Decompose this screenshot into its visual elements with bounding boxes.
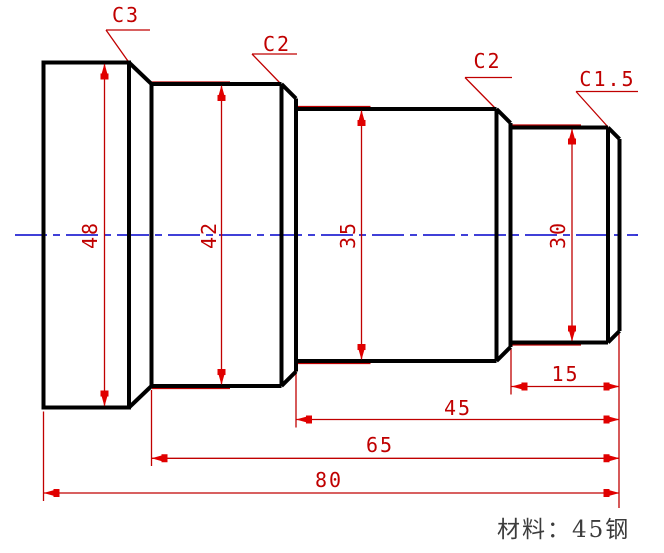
chamfer-label-c1-5: C1.5	[579, 67, 636, 91]
chamfer-label-c3: C3	[111, 3, 141, 27]
length-dim-65: 65	[365, 432, 395, 457]
length-dim-45: 45	[443, 395, 473, 420]
diameter-dim-30: 30	[546, 220, 570, 250]
length-dim-15: 15	[551, 362, 580, 386]
diameter-dim-48: 48	[77, 220, 102, 250]
length-dim-80: 80	[314, 468, 344, 492]
chamfer-label-c2-a: C2	[262, 32, 292, 56]
diameter-dim-35: 35	[336, 220, 360, 250]
material-note: 材料：45钢	[497, 517, 631, 543]
chamfer-label-c2-b: C2	[473, 49, 502, 73]
shaft-outline	[41, 60, 622, 410]
dimension-arrowheads	[43, 63, 620, 497]
dimension-lines	[43, 62, 620, 494]
diameter-dim-42: 42	[197, 220, 221, 250]
leader-lines	[105, 29, 638, 128]
